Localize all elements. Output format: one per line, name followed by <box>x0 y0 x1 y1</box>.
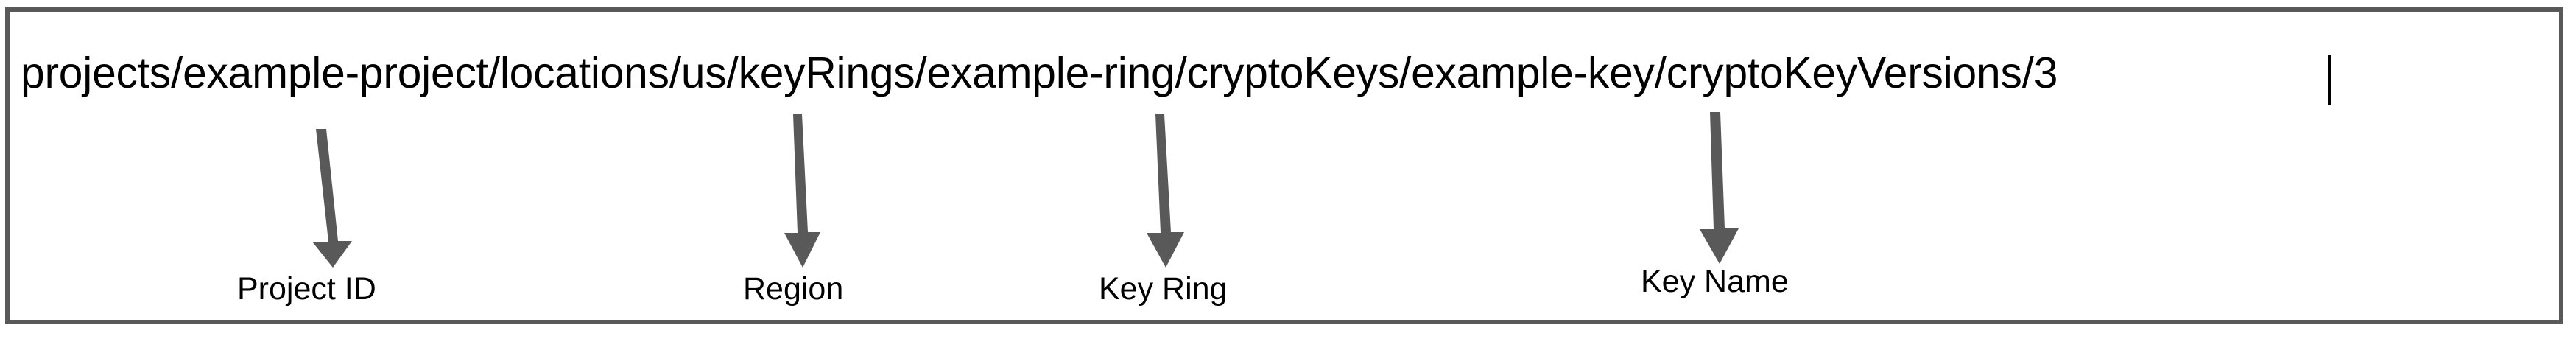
resource-path-input[interactable]: projects/example-project/locations/us/ke… <box>5 7 2563 324</box>
resource-path-value[interactable]: projects/example-project/locations/us/ke… <box>21 49 2058 97</box>
text-caret <box>2328 55 2331 105</box>
